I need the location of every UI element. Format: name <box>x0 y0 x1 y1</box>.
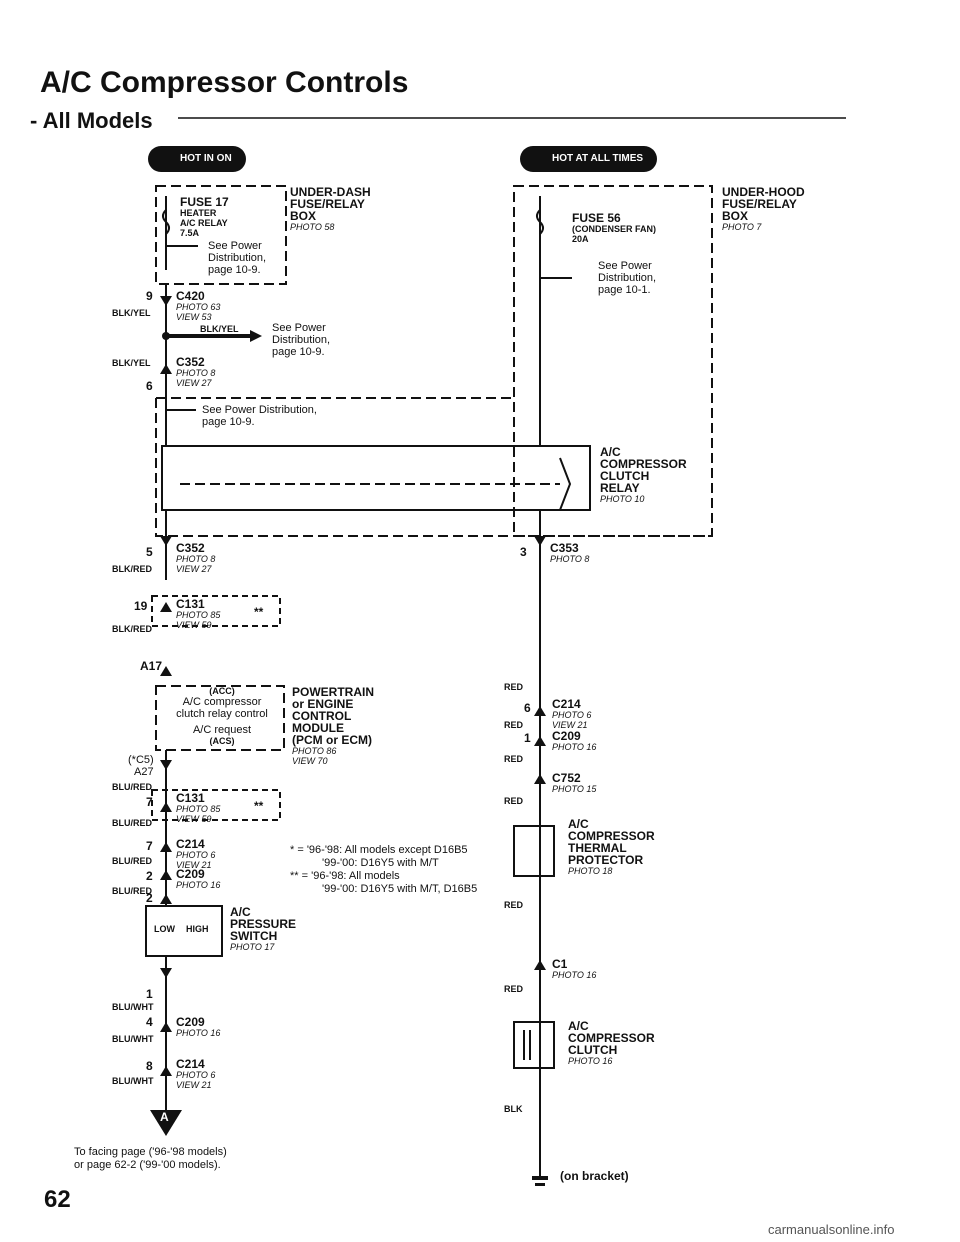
wire-red-3: RED <box>504 754 524 764</box>
c209a-pin: 2 <box>146 869 153 883</box>
pin-1: 1 <box>146 987 153 1001</box>
c752-connector: C752 PHOTO 15 <box>552 771 597 794</box>
c420-pin: 9 <box>146 289 153 303</box>
wire-blk: BLK <box>504 1104 523 1114</box>
c5-label: (*C5) <box>128 754 154 766</box>
fuse-56-label: FUSE 56 (CONDENSER FAN) 20A <box>572 211 657 244</box>
fuse-17-label: FUSE 17 HEATER A/C RELAY 7.5A <box>180 195 229 238</box>
c352a-connector: C352 PHOTO 8 VIEW 27 <box>176 355 216 388</box>
c420-connector: C420 PHOTO 63 VIEW 53 <box>176 289 221 322</box>
c131b-connector: C131 PHOTO 85 VIEW 59 <box>176 791 221 824</box>
c209b-wire-color: BLU/WHT <box>112 1034 154 1044</box>
hot-at-all-times-badge: HOT AT ALL TIMES <box>520 146 658 172</box>
page-subtitle: - All Models <box>30 108 153 133</box>
c214a-connector: C214 PHOTO 6 VIEW 21 <box>176 837 216 870</box>
c1-connector: C1 PHOTO 16 <box>552 957 597 980</box>
c131a-pin: 19 <box>134 599 148 613</box>
ac-compressor-clutch-relay-label: A/C COMPRESSOR CLUTCH RELAY PHOTO 10 <box>600 445 687 504</box>
see-power-distribution: See Power Distribution,page 10-9. <box>202 404 317 428</box>
pressure-switch-high: HIGH <box>186 924 209 934</box>
c352b-wire-color: BLK/RED <box>112 564 152 574</box>
page-number: 62 <box>44 1186 71 1213</box>
c209a-wire-color: BLU/RED <box>112 886 152 896</box>
c131a-mark: ** <box>254 605 264 619</box>
pin-a17: A17 <box>140 659 163 673</box>
watermark: carmanualsonline.info <box>768 1222 895 1237</box>
c352a-wire-color: BLK/YEL <box>112 358 151 368</box>
c352a-pin: 6 <box>146 379 153 393</box>
pcm-internal: (ACC) A/C compressor clutch relay contro… <box>176 686 268 746</box>
pressure-switch-label: A/C PRESSURE SWITCH PHOTO 17 <box>230 905 297 952</box>
c420-wire-color: BLK/YEL <box>112 308 151 318</box>
c214a-wire-color: BLU/RED <box>112 856 152 866</box>
page-title: A/C Compressor Controls <box>40 66 409 99</box>
splice-wire-color: BLK/YEL <box>200 324 239 334</box>
c209a-connector: C209 PHOTO 16 <box>176 867 221 890</box>
c214b-pin: 8 <box>146 1059 153 1073</box>
c209b-pin: 4 <box>146 1015 153 1029</box>
arrow-a-label: A <box>160 1110 169 1124</box>
wire-red-1: RED <box>504 682 524 692</box>
thermal-protector-label: A/C COMPRESSOR THERMAL PROTECTOR PHOTO 1… <box>568 817 655 876</box>
c352b-pin: 5 <box>146 545 153 559</box>
model-notes: * = '96-'98: All models except D16B5 '99… <box>290 844 478 895</box>
c214b-connector: C214 PHOTO 6 VIEW 21 <box>176 1057 216 1090</box>
c214b-wire-color: BLU/WHT <box>112 1076 154 1086</box>
c131b-mark: ** <box>254 799 264 813</box>
wire-red-4: RED <box>504 796 524 806</box>
c353-connector: C353 PHOTO 8 <box>550 541 590 564</box>
wire-red-5: RED <box>504 900 524 910</box>
c131a-connector: C131 PHOTO 85 VIEW 59 <box>176 597 221 630</box>
c214c-connector: C214 PHOTO 6 VIEW 21 <box>552 697 592 730</box>
pin-a27: A27 <box>134 766 154 778</box>
under-dash-box-label: UNDER-DASH FUSE/RELAY BOX PHOTO 58 <box>290 185 371 232</box>
hot-in-on-badge: HOT IN ON <box>148 146 246 172</box>
wire-red-6: RED <box>504 984 524 994</box>
c131b-wire-color: BLU/RED <box>112 818 152 828</box>
c214c-pin: 6 <box>524 701 531 715</box>
c352b-connector: C352 PHOTO 8 VIEW 27 <box>176 541 216 574</box>
c131b-pin: 7 <box>146 795 153 809</box>
c214a-pin: 7 <box>146 839 153 853</box>
c131a-wire-color: BLK/RED <box>112 624 152 634</box>
c209b-connector: C209 PHOTO 16 <box>176 1015 221 1038</box>
c131b-wire-top: BLU/RED <box>112 782 152 792</box>
c353-pin: 3 <box>520 545 527 559</box>
wire-red-2: RED <box>504 720 524 730</box>
c209c-connector: C209 PHOTO 16 <box>552 729 597 752</box>
pressure-switch-low: LOW <box>154 924 175 934</box>
compressor-clutch-label: A/C COMPRESSOR CLUTCH PHOTO 16 <box>568 1019 655 1066</box>
ground-label: (on bracket) <box>560 1169 629 1183</box>
wire-blu-wht: BLU/WHT <box>112 1002 154 1012</box>
pcm-label: POWERTRAIN or ENGINE CONTROL MODULE (PCM… <box>292 685 374 766</box>
under-hood-box-label: UNDER-HOOD FUSE/RELAY BOX PHOTO 7 <box>722 185 805 232</box>
c209c-pin: 1 <box>524 731 531 745</box>
pin-2: 2 <box>146 891 153 905</box>
facing-page-note: To facing page ('96-'98 models)or page 6… <box>74 1146 227 1171</box>
